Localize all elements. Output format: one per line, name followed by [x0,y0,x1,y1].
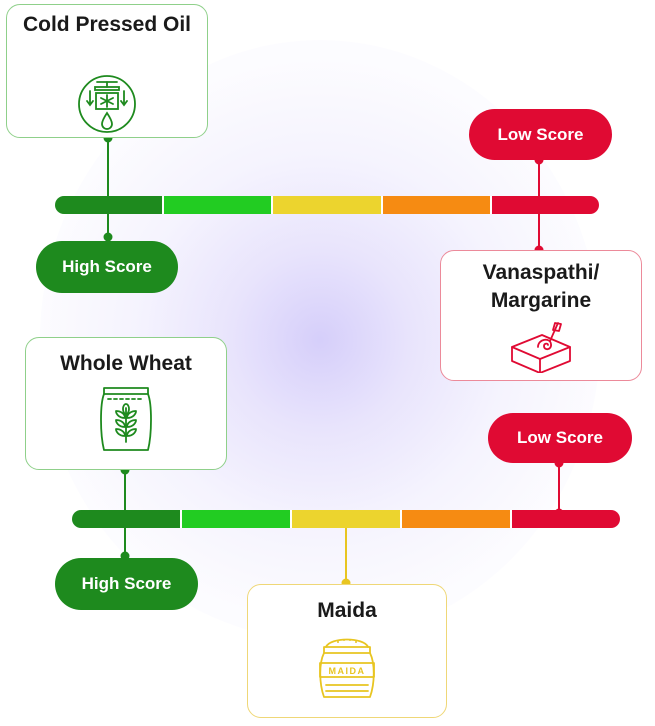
card-title: Cold Pressed Oil [22,13,192,36]
high-score-badge: High Score [36,241,178,293]
wheat-flour-bag-icon [100,387,152,451]
maida-sack-label: MAIDA [329,666,366,676]
low-score-badge: Low Score [469,109,612,160]
card-maida: Maida MAIDA [247,584,447,718]
bar-segment-dark-green [55,196,163,214]
connector-dot [103,232,113,242]
card-title: Whole Wheat [60,352,192,375]
bar-segment-orange [380,196,490,214]
score-bar-oil [55,196,599,214]
cold-press-oil-icon [78,75,136,133]
bar-segment-dark-green [72,510,180,528]
score-bar-flour [72,510,620,528]
high-score-badge: High Score [55,558,198,610]
bar-segment-orange [400,510,510,528]
card-title: Maida [317,599,377,622]
bar-segment-yellow [290,510,400,528]
maida-sack-icon: MAIDA [319,638,375,698]
bar-segment-yellow [271,196,381,214]
bar-segment-green [162,196,272,214]
card-cold-pressed-oil: Cold Pressed Oil [6,4,208,138]
bar-segment-green [180,510,290,528]
card-title: Vanaspathi/ Margarine [482,261,600,312]
margarine-block-icon [511,322,571,373]
bar-segment-red [489,196,599,214]
bar-segment-red [510,510,620,528]
card-vanaspathi-margarine: Vanaspathi/ Margarine [440,250,642,381]
low-score-badge: Low Score [488,413,632,463]
card-whole-wheat: Whole Wheat [25,337,227,470]
